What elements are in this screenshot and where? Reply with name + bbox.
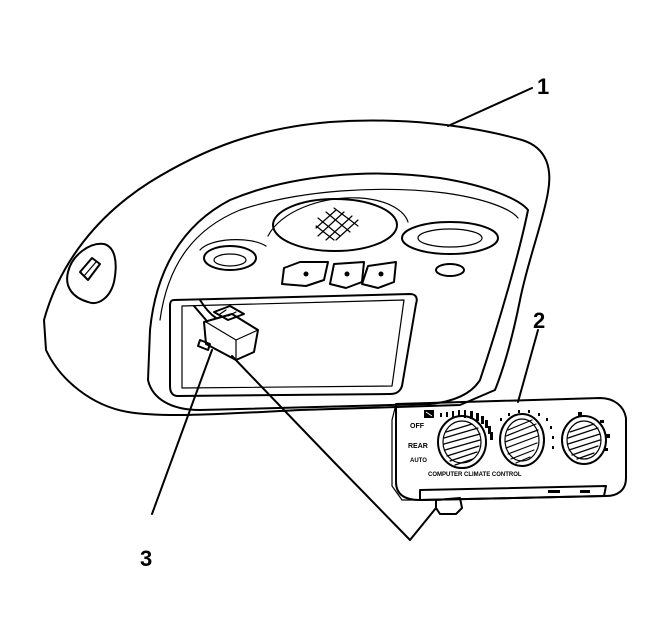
leader-line-3-to-module: [231, 355, 437, 541]
connector-latch: [213, 305, 245, 321]
module-bottom-lip: [419, 485, 607, 501]
wiring-connector: [193, 299, 259, 361]
right-lamp-inner: [417, 228, 483, 248]
temperature-scale: [500, 410, 554, 449]
module-clip-tab: [435, 497, 463, 515]
mode-knob: [561, 412, 610, 465]
rear-label: REAR: [408, 443, 428, 450]
callout-2: 2: [533, 308, 545, 333]
console-shell: [43, 119, 551, 417]
mode-icons: [578, 412, 610, 451]
console-buttons: [281, 261, 397, 289]
climate-control-module: OFF REAR AUTO COMPUTER CLIMATE CONTROL: [391, 397, 627, 515]
auto-label: AUTO: [410, 458, 427, 464]
overhead-console: [43, 119, 551, 417]
console-button-right: [361, 261, 397, 289]
off-label: OFF: [410, 423, 425, 430]
fan-icon: [424, 410, 434, 418]
side-switch-housing: [66, 242, 117, 304]
console-bezel: [147, 172, 529, 411]
speaker-rim: [267, 197, 409, 237]
module-slot: [580, 490, 590, 493]
connector-wires: [193, 299, 217, 321]
module-title-label: COMPUTER CLIMATE CONTROL: [428, 472, 522, 478]
side-switch-slot: [83, 261, 97, 277]
leader-line-2: [517, 329, 539, 403]
side-switch: [79, 257, 101, 281]
module-slot: [548, 490, 560, 493]
speaker-dome: [272, 198, 398, 252]
module-lower-edge: [391, 403, 421, 501]
right-small-light: [435, 263, 465, 277]
left-lamp-inner: [213, 253, 247, 267]
speaker-grille: [315, 207, 359, 241]
leader-lines: [151, 87, 539, 541]
right-lamp: [401, 221, 499, 255]
console-inner-edge: [159, 188, 519, 321]
console-button-left: [281, 261, 329, 287]
left-lamp: [203, 245, 257, 271]
leader-line-3: [151, 349, 213, 515]
temperature-knob: [499, 410, 554, 467]
control-opening-inner: [181, 299, 405, 389]
module-body: [395, 397, 627, 501]
connector-pin: [197, 339, 211, 351]
fan-knob: [437, 415, 487, 469]
callout-3: 3: [140, 546, 152, 571]
console-button-middle: [329, 261, 365, 289]
fan-scale-ticks: [440, 410, 493, 440]
callout-1: 1: [537, 74, 549, 99]
left-lamp-recess: [199, 239, 267, 251]
control-opening: [169, 293, 418, 397]
leader-line-1: [447, 87, 533, 127]
